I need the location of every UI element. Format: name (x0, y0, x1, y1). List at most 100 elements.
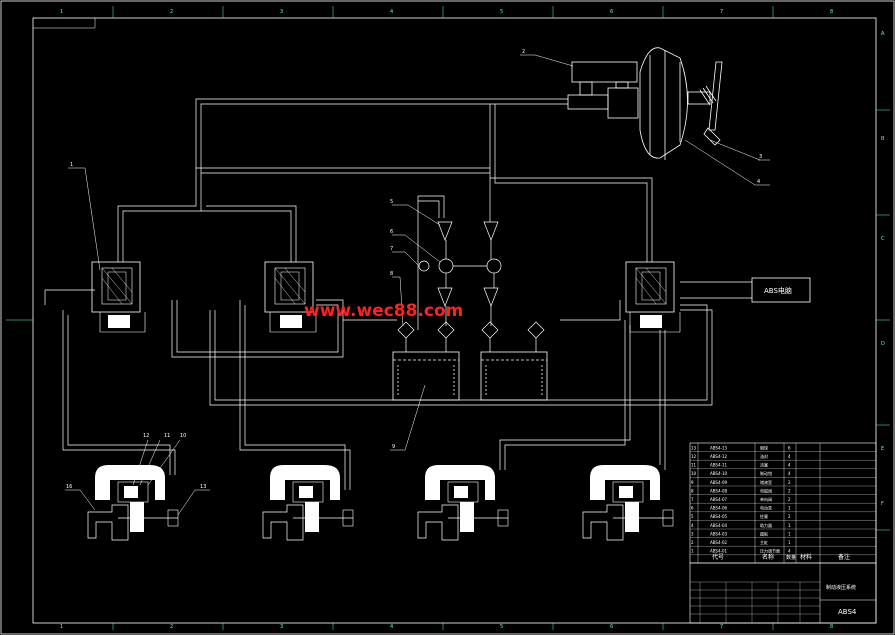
svg-text:D: D (881, 341, 885, 347)
modulator-valve (91, 261, 146, 333)
svg-text:C: C (881, 236, 885, 242)
svg-text:数量: 数量 (786, 554, 796, 561)
svg-text:1: 1 (70, 162, 73, 168)
brake-caliper (87, 465, 179, 541)
parts-row-no: 2 (691, 540, 694, 545)
parts-row-qty: 6 (788, 445, 791, 450)
leader-lines (65, 54, 770, 516)
brake-caliper (582, 465, 674, 541)
parts-row-no: 10 (691, 471, 697, 476)
master-cylinder-assembly (567, 47, 723, 160)
watermark: www.wec88.com (304, 301, 463, 321)
parts-row-code: ABS4-13 (710, 445, 727, 450)
parts-row-no: 11 (691, 463, 697, 468)
svg-text:材料: 材料 (800, 553, 812, 561)
svg-text:4: 4 (757, 179, 760, 185)
svg-text:7: 7 (390, 246, 393, 252)
svg-text:6: 6 (610, 9, 613, 15)
parts-row-code: ABS4-07 (710, 497, 727, 502)
parts-row-qty: 2 (788, 497, 791, 502)
reservoir (392, 351, 460, 401)
parts-row-code: ABS4-01 (710, 549, 727, 554)
parts-row-no: 9 (691, 480, 694, 485)
svg-text:10: 10 (180, 433, 186, 439)
parts-row-name: 柱塞 (760, 513, 768, 519)
parts-row-code: ABS4-02 (710, 540, 727, 545)
svg-text:5: 5 (500, 9, 503, 15)
parts-row-name: 电磁阀 (760, 487, 772, 493)
zone-labels: 1 2 3 4 5 6 7 8 1 2 3 4 5 6 7 8 A B C D … (60, 9, 885, 630)
parts-row-qty: 2 (788, 514, 791, 519)
parts-row-no: 8 (691, 488, 694, 493)
svg-text:7: 7 (720, 624, 723, 630)
parts-row-code: ABS4-03 (710, 531, 727, 536)
svg-text:12: 12 (143, 433, 149, 439)
svg-text:8: 8 (390, 271, 393, 277)
parts-row-no: 3 (691, 531, 694, 536)
svg-text:7: 7 (720, 9, 723, 15)
brake-lines (44, 98, 752, 490)
parts-row-qty: 4 (788, 549, 791, 554)
svg-text:2: 2 (522, 49, 525, 55)
parts-row-no: 6 (691, 506, 694, 511)
parts-row-qty: 4 (788, 471, 791, 476)
parts-row-qty: 4 (788, 454, 791, 459)
parts-row-no: 5 (691, 514, 694, 519)
svg-text:13: 13 (200, 484, 206, 490)
zone-ticks (6, 6, 890, 630)
svg-text:3: 3 (759, 154, 762, 160)
parts-row-name: 油封 (760, 453, 768, 459)
svg-text:2: 2 (170, 9, 173, 15)
parts-row-code: ABS4-09 (710, 480, 727, 485)
parts-row-qty: 2 (788, 480, 791, 485)
parts-row-code: ABS4-05 (710, 514, 727, 519)
parts-row-no: 1 (691, 549, 694, 554)
svg-text:5: 5 (500, 624, 503, 630)
parts-row-qty: 1 (788, 506, 791, 511)
parts-row-code: ABS4-04 (710, 523, 727, 528)
svg-text:9: 9 (392, 444, 395, 450)
abs-computer-box (751, 277, 811, 303)
svg-text:名称: 名称 (762, 553, 774, 561)
parts-row-name: 活塞 (760, 462, 768, 468)
parts-row-name: 单向阀 (760, 496, 772, 502)
svg-text:B: B (881, 136, 885, 142)
parts-row-name: 压力调节器 (760, 548, 780, 554)
brake-caliper (262, 465, 354, 541)
parts-row-qty: 4 (788, 463, 791, 468)
parts-list-header: 代号 名称 数量 材料 备注 (712, 553, 850, 561)
abs-computer-label: ABS电脑 (764, 286, 792, 295)
svg-text:代号: 代号 (712, 553, 724, 561)
svg-text:8: 8 (830, 9, 833, 15)
parts-row-name: 电动泵 (760, 505, 772, 511)
svg-text:6: 6 (390, 229, 393, 235)
parts-row-no: 4 (691, 523, 694, 528)
title-block: 制动液压系统 ABS4 (689, 562, 877, 624)
modulator-valve (264, 261, 317, 333)
brake-caliper (417, 465, 509, 541)
svg-text:11: 11 (164, 433, 170, 439)
parts-row-code: ABS4-06 (710, 506, 727, 511)
parts-row-name: 主缸 (760, 539, 768, 545)
svg-text:备注: 备注 (838, 553, 850, 561)
pump-group (397, 221, 545, 352)
svg-text:A: A (881, 31, 885, 37)
parts-row-qty: 1 (788, 523, 791, 528)
parts-row-name: 助力器 (760, 522, 772, 528)
svg-text:1: 1 (60, 9, 63, 15)
parts-row-name: 钢球 (760, 444, 768, 450)
parts-row-qty: 1 (788, 540, 791, 545)
svg-text:4: 4 (390, 624, 393, 630)
svg-text:5: 5 (390, 199, 393, 205)
svg-text:E: E (881, 446, 884, 452)
svg-text:3: 3 (280, 9, 283, 15)
svg-text:8: 8 (830, 624, 833, 630)
drawing-number: ABS4 (838, 608, 857, 616)
parts-row-code: ABS4-10 (710, 471, 727, 476)
parts-row-name: 储液室 (760, 479, 772, 485)
svg-text:6: 6 (610, 624, 613, 630)
inner-frame (32, 17, 877, 624)
